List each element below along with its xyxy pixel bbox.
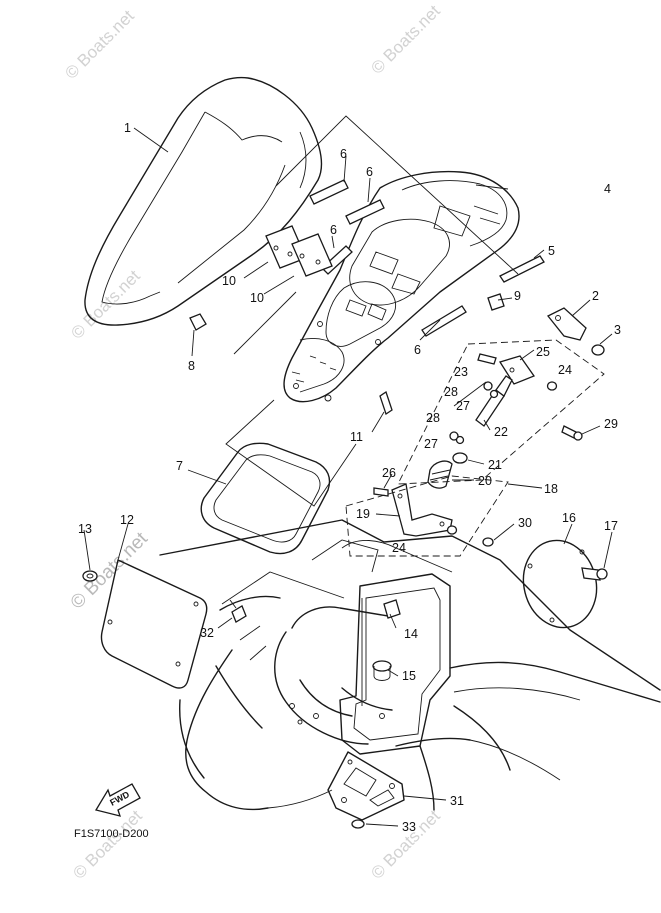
- callout-13: 13: [78, 522, 92, 536]
- part-23-bolt: [477, 353, 497, 365]
- callout-9: 9: [514, 289, 521, 303]
- callout-labels: 1 2 3 4 5 6 6 6 6 7 8 9 10 10 11 12 13 1…: [78, 121, 621, 834]
- callout-26: 26: [382, 466, 396, 480]
- hull-body: [159, 519, 661, 811]
- part-32-pin: [229, 599, 247, 623]
- leader-lines: [83, 127, 613, 827]
- diagram-code: F1S7100-D200: [74, 828, 149, 840]
- part-5-strip: [499, 255, 545, 283]
- callout-12: 12: [120, 513, 134, 527]
- callout-24-b: 24: [392, 541, 406, 555]
- part-11-pin: [379, 390, 393, 416]
- callout-7: 7: [176, 459, 183, 473]
- callout-27-b: 27: [424, 437, 438, 451]
- callout-8: 8: [188, 359, 195, 373]
- callout-28-b: 28: [426, 411, 440, 425]
- callout-1: 1: [124, 121, 131, 135]
- part-6-pads: [309, 179, 467, 337]
- callout-6-c: 6: [330, 223, 337, 237]
- callout-4: 4: [604, 182, 611, 196]
- part-17-screw: [581, 567, 608, 581]
- callout-23: 23: [454, 365, 468, 379]
- callout-15: 15: [402, 669, 416, 683]
- callout-30: 30: [518, 516, 532, 530]
- callout-5: 5: [548, 244, 555, 258]
- part-22-damper: [475, 375, 513, 427]
- callout-27-a: 27: [456, 399, 470, 413]
- callout-10-b: 10: [250, 291, 264, 305]
- part-3-bolt: [591, 344, 605, 356]
- callout-3: 3: [614, 323, 621, 337]
- part-14-clip: [383, 599, 401, 619]
- callout-6-a: 6: [340, 147, 347, 161]
- assembly-frames: [345, 339, 605, 557]
- callout-22: 22: [494, 425, 508, 439]
- part-24-nut-lower: [446, 525, 458, 535]
- callout-16: 16: [562, 511, 576, 525]
- part-26-bolt: [373, 487, 389, 497]
- part-15-plug: [372, 660, 392, 681]
- callout-31: 31: [450, 794, 464, 808]
- pad-6-top-left: [309, 179, 349, 205]
- part-4-hatch-cover: [283, 170, 520, 403]
- part-7-gasket: [200, 442, 331, 555]
- part-9-clip: [487, 293, 505, 311]
- callout-21: 21: [488, 458, 502, 472]
- callout-20: 20: [478, 474, 492, 488]
- part-33-nut: [351, 819, 365, 829]
- callout-29: 29: [604, 417, 618, 431]
- part-21-bushing: [452, 452, 468, 464]
- part-2-bracket: [546, 307, 587, 341]
- watermark-top-right: © Boats.net: [367, 1, 444, 78]
- callout-6-b: 6: [366, 165, 373, 179]
- callout-19: 19: [356, 507, 370, 521]
- watermark-top-left: © Boats.net: [61, 6, 138, 83]
- callout-33: 33: [402, 820, 416, 834]
- part-19-hinge: [391, 483, 453, 537]
- exploded-frames: [221, 115, 519, 605]
- callout-11: 11: [350, 430, 363, 444]
- watermark-bottom-left: © Boats.net: [69, 806, 146, 883]
- part-10-brackets: [265, 225, 333, 277]
- callout-2: 2: [592, 289, 599, 303]
- callout-14: 14: [404, 627, 418, 641]
- callout-25: 25: [536, 345, 550, 359]
- part-20-spring-boot: [427, 460, 453, 489]
- part-25-upper-bracket: [498, 355, 536, 385]
- watermark-bottom-right: © Boats.net: [367, 806, 444, 883]
- watermark-mid-left: © Boats.net: [67, 266, 144, 343]
- part-12-lid: [100, 559, 208, 689]
- forward-arrow-icon: FWD: [94, 783, 141, 817]
- callout-18: 18: [544, 482, 558, 496]
- pad-6-top-right: [345, 199, 385, 225]
- fasteners-27-28: [449, 381, 499, 445]
- part-29-bolt: [561, 425, 583, 441]
- part-30-bolt: [482, 537, 494, 547]
- callout-28-a: 28: [444, 385, 458, 399]
- callout-10-a: 10: [222, 274, 236, 288]
- callout-32: 32: [200, 626, 214, 640]
- part-1-seat: [84, 76, 323, 326]
- callout-24-a: 24: [558, 363, 572, 377]
- part-8-clip: [189, 313, 207, 331]
- pad-6-lower: [421, 305, 467, 337]
- callout-6-d: 6: [414, 343, 421, 357]
- part-31-bracket: [327, 751, 405, 821]
- part-24-nut-upper: [546, 381, 558, 391]
- callout-17: 17: [604, 519, 618, 533]
- part-13-bolt: [82, 570, 98, 582]
